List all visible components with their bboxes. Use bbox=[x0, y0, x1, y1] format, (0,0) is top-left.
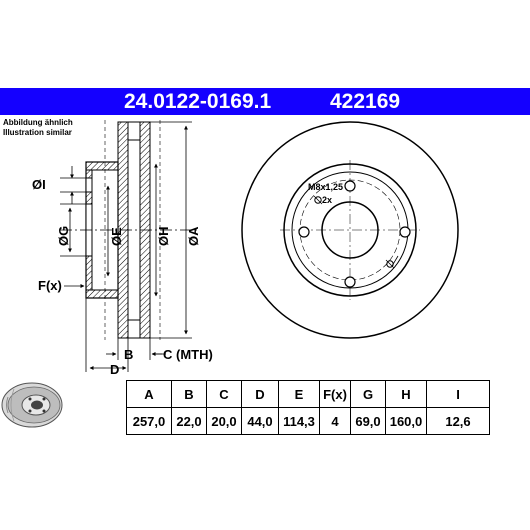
bolt-hole-bottom bbox=[344, 276, 356, 288]
table-header-cell: D bbox=[241, 380, 279, 408]
table-value-cell: 69,0 bbox=[350, 407, 386, 435]
table-value-cell: 257,0 bbox=[126, 407, 172, 435]
dim-label-E: ØE bbox=[109, 227, 124, 246]
table-value-cell: 160,0 bbox=[385, 407, 427, 435]
hub-bottom-wall bbox=[85, 289, 119, 299]
table-value-cell: 20,0 bbox=[206, 407, 242, 435]
table-value-cell: 44,0 bbox=[241, 407, 279, 435]
thread-count: 2x bbox=[322, 195, 332, 205]
dim-label-F: F(x) bbox=[38, 278, 62, 293]
table-header-cell: G bbox=[350, 380, 386, 408]
caption-german: Abbildung ähnlich bbox=[3, 118, 73, 127]
dim-label-C: C (MTH) bbox=[163, 347, 213, 362]
table-header-row: A B C D E F(x) G H I bbox=[126, 380, 490, 408]
disc-outer-edge bbox=[241, 121, 459, 339]
bolt-hole bbox=[85, 177, 93, 193]
dim-label-B: B bbox=[124, 347, 133, 362]
technical-drawing: ØI ØG ØE ØH ØA F(x) B C (MTH) D bbox=[32, 120, 459, 375]
table-header-cell: E bbox=[278, 380, 320, 408]
hub-top-wall bbox=[85, 161, 119, 171]
dim-label-D: D bbox=[110, 362, 119, 375]
cross-section-view: ØI ØG ØE ØH ØA F(x) B C (MTH) D bbox=[32, 120, 213, 375]
dimension-table: A B C D E F(x) G H I 257,0 22,0 20,0 44,… bbox=[126, 380, 490, 435]
table-value-cell: 4 bbox=[319, 407, 351, 435]
disc-thumbnail-image bbox=[1, 382, 63, 428]
bolt-hole-left bbox=[298, 226, 310, 238]
table-header-cell: C bbox=[206, 380, 242, 408]
bolt-hole-right bbox=[399, 226, 411, 238]
table-header-cell: A bbox=[126, 380, 172, 408]
threaded-hole-1 bbox=[314, 196, 322, 204]
table-value-cell: 22,0 bbox=[171, 407, 207, 435]
header-banner bbox=[0, 88, 530, 115]
table-value-cell: 114,3 bbox=[278, 407, 320, 435]
bolt-hole-top bbox=[344, 180, 356, 192]
dim-label-A: ØA bbox=[186, 226, 201, 246]
table-value-cell: 12,6 bbox=[426, 407, 490, 435]
caption-english: Illustration similar bbox=[3, 128, 72, 137]
thread-label: M8x1,25 bbox=[308, 182, 343, 192]
reference-number: 422169 bbox=[330, 90, 401, 113]
front-view: M8x1,25 2x bbox=[241, 121, 459, 339]
table-header-cell: B bbox=[171, 380, 207, 408]
dim-label-I: ØI bbox=[32, 177, 46, 192]
dim-label-G: ØG bbox=[56, 226, 71, 246]
table-header-cell: F(x) bbox=[319, 380, 351, 408]
table-header-cell: H bbox=[385, 380, 427, 408]
dim-label-H: ØH bbox=[156, 227, 171, 247]
table-header-cell: I bbox=[426, 380, 490, 408]
part-number: 24.0122-0169.1 bbox=[124, 90, 272, 113]
table-value-row: 257,0 22,0 20,0 44,0 114,3 4 69,0 160,0 … bbox=[126, 407, 490, 435]
